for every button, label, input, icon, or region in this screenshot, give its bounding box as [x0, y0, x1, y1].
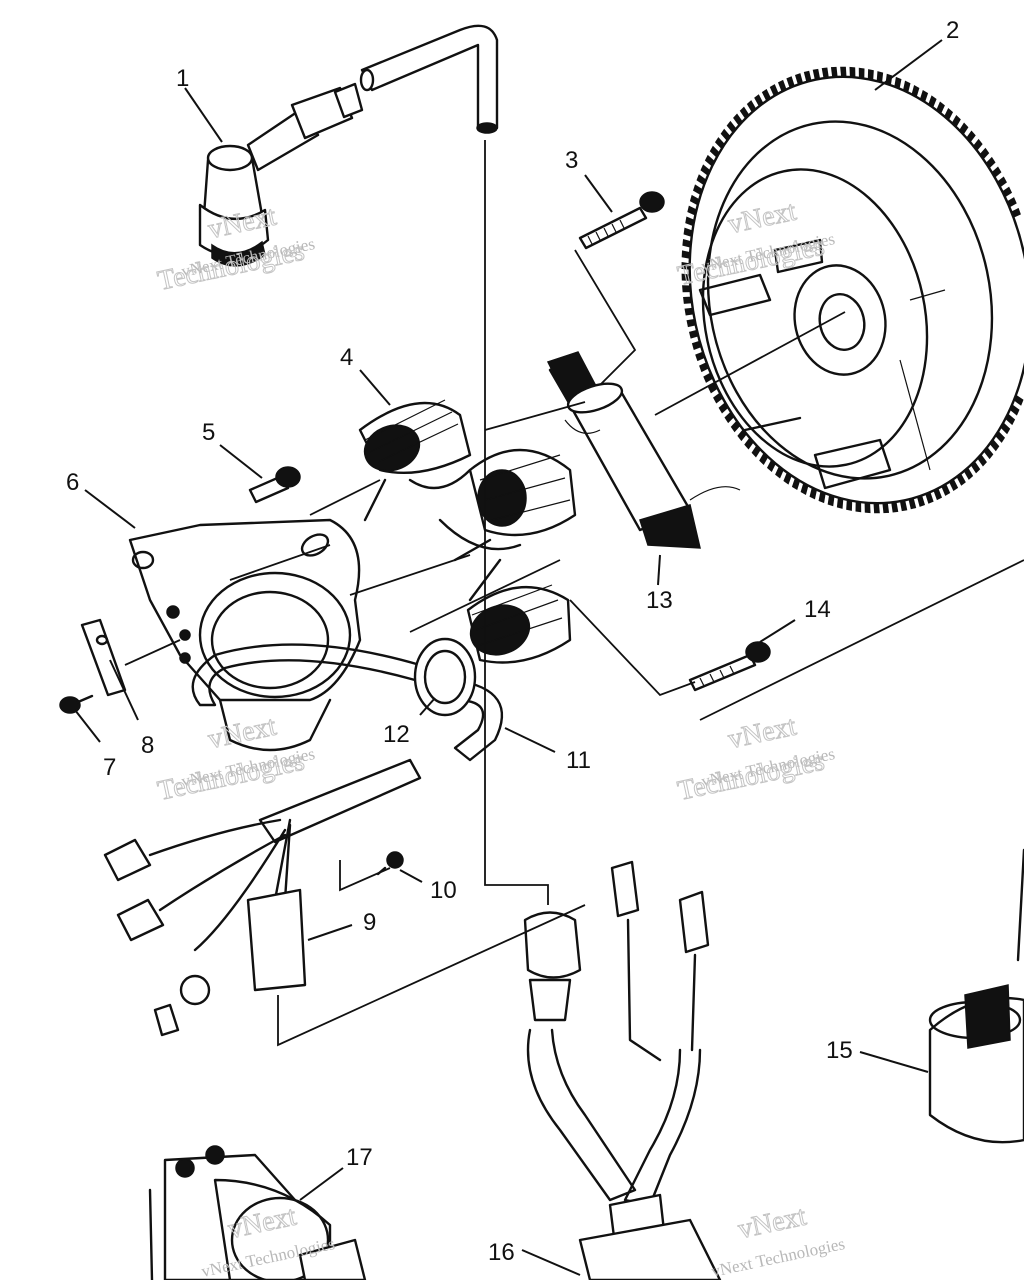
regulator-part — [928, 848, 1024, 1144]
callout-labels: 1 2 3 4 5 6 7 8 9 10 11 12 13 14 15 16 1… — [66, 17, 959, 1266]
callout-2: 2 — [946, 17, 959, 44]
harness-connector-part — [523, 860, 722, 1280]
screw-part-3 — [578, 191, 665, 250]
watermark-4: vNext vNext Technologies Technologies — [675, 710, 837, 807]
callout-15: 15 — [826, 1037, 853, 1064]
callout-8: 8 — [141, 732, 154, 759]
wiring-loom — [148, 637, 504, 952]
callout-13: 13 — [646, 587, 673, 614]
callout-9: 9 — [363, 909, 376, 936]
svg-text:vNext Technologies: vNext Technologies — [710, 1234, 847, 1280]
spark-plug-cap-part — [198, 24, 499, 267]
flywheel-teeth-path — [681, 66, 1024, 514]
screw-part-5 — [248, 466, 301, 504]
wire-terminal-connectors — [103, 838, 307, 1037]
callout-11: 11 — [566, 747, 591, 774]
flywheel-part — [681, 66, 1024, 514]
callout-4: 4 — [340, 344, 353, 371]
screw-part-7 — [59, 694, 94, 714]
callout-16: 16 — [488, 1239, 515, 1266]
screw-part-14 — [688, 641, 771, 692]
watermark-6: vNext vNext Technologies — [710, 1200, 847, 1280]
assembly-alignment-lines — [124, 140, 1024, 1047]
flywheel-ring-gear-teeth — [681, 66, 1024, 514]
svg-text:vNext: vNext — [205, 711, 279, 756]
callout-10: 10 — [430, 877, 457, 904]
callout-12: 12 — [383, 721, 410, 748]
callout-1: 1 — [176, 65, 189, 92]
callout-3: 3 — [565, 147, 578, 174]
callout-6: 6 — [66, 469, 79, 496]
svg-text:Technologies: Technologies — [675, 746, 827, 807]
svg-text:vNext: vNext — [725, 711, 799, 756]
callout-14: 14 — [804, 596, 831, 623]
callout-7: 7 — [103, 754, 116, 781]
screw-part-10 — [376, 851, 404, 876]
callout-5: 5 — [202, 419, 215, 446]
callout-leader-lines — [74, 39, 943, 1276]
watermark-3: vNext vNext Technologies Technologies — [155, 710, 317, 807]
bracket-part — [80, 618, 127, 697]
svg-text:vNext: vNext — [735, 1201, 809, 1246]
solenoid-part — [148, 1145, 367, 1280]
stator-coil-assembly — [358, 399, 577, 664]
svg-text:Technologies: Technologies — [155, 746, 307, 807]
ignition-coil-part — [546, 351, 741, 549]
callout-17: 17 — [346, 1144, 373, 1171]
stator-plate-part — [128, 518, 362, 752]
